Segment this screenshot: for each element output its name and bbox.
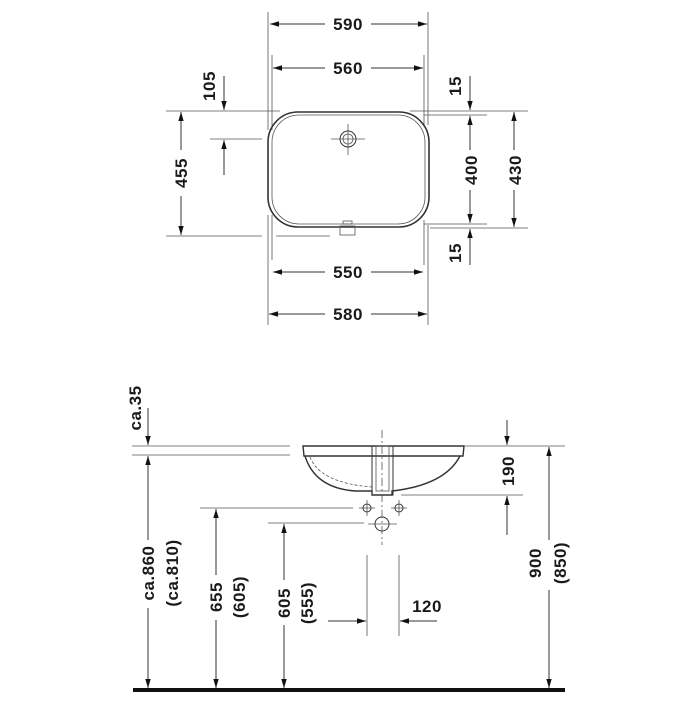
label-190: 190 [499, 456, 518, 486]
dim-supply-spacing: 120 [328, 597, 442, 624]
label-605-alt: (605) [230, 576, 249, 618]
label-430: 430 [506, 155, 525, 185]
dim-rim-thickness: ca.35 [126, 385, 151, 445]
side-view: ca.35 190 [126, 385, 570, 692]
basin-section [302, 430, 465, 545]
dim-waste-height: 605 (555) [275, 524, 317, 688]
label-850: (850) [551, 542, 570, 584]
plan-view: 590 560 105 455 [166, 12, 528, 325]
label-400: 400 [462, 155, 481, 185]
dim-outer-width: 590 [270, 15, 427, 34]
dim-outer-depth: 430 [506, 112, 525, 227]
dim-bowl-depth: 400 [462, 116, 481, 223]
dim-inner-width-top: 560 [273, 59, 423, 78]
label-580: 580 [333, 305, 363, 324]
label-455: 455 [172, 158, 191, 188]
label-655: 655 [207, 582, 226, 612]
dim-rim-top: 15 [446, 76, 473, 110]
label-ca810: (ca.810) [163, 539, 182, 606]
label-590: 590 [333, 15, 363, 34]
label-120: 120 [412, 597, 442, 616]
dim-supply-height: 655 (605) [207, 509, 249, 688]
dim-drain-offset: 105 [200, 71, 227, 175]
label-105: 105 [200, 71, 219, 101]
dim-top-height: 900 (850) [526, 447, 570, 688]
label-15-bottom: 15 [446, 243, 465, 263]
label-555: (555) [298, 582, 317, 624]
label-605: 605 [275, 588, 294, 618]
label-15-top: 15 [446, 76, 465, 96]
basin-plan-outline [267, 111, 430, 236]
dim-total-depth: 455 [172, 112, 191, 235]
waste-outlet [368, 516, 397, 532]
dim-basin-height: 190 [499, 420, 518, 535]
dim-rim-bottom: 15 [446, 229, 473, 265]
label-900: 900 [526, 548, 545, 578]
label-550: 550 [333, 263, 363, 282]
dim-bowl-width-bottom: 550 [273, 263, 423, 282]
dim-outer-width-bottom: 580 [269, 305, 427, 324]
label-ca35: ca.35 [126, 385, 145, 430]
dim-underside-height: ca.860 (ca.810) [139, 456, 182, 688]
overflow-icon [339, 225, 356, 236]
supply-valves [359, 500, 407, 516]
label-ca860: ca.860 [139, 546, 158, 601]
label-560: 560 [333, 59, 363, 78]
